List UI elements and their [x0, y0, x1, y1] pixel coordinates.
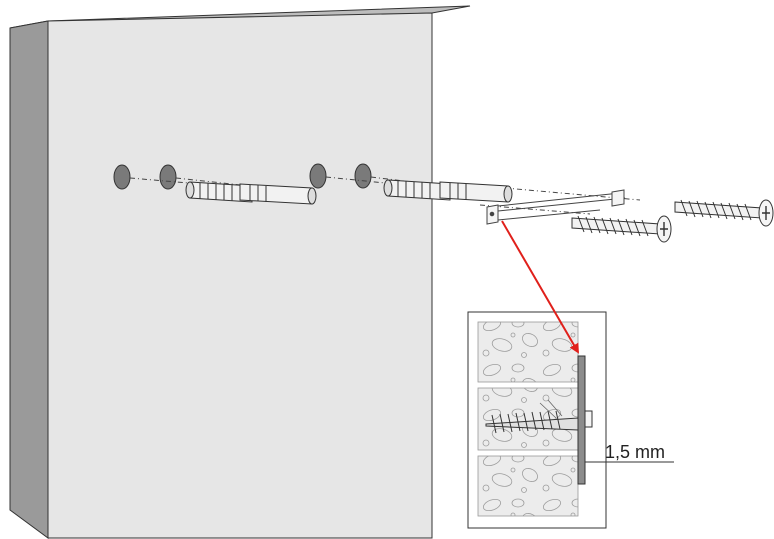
drill-hole	[113, 164, 131, 190]
drill-hole	[309, 163, 327, 189]
screw	[571, 215, 672, 243]
screws	[571, 199, 774, 243]
wall-plug	[439, 181, 513, 203]
wall-plugs	[185, 179, 513, 205]
drill-hole	[354, 163, 372, 189]
drill-hole	[159, 164, 177, 190]
wall-plug	[185, 181, 253, 203]
wall-side-face	[9, 20, 49, 539]
detail-arrow	[501, 220, 580, 354]
wall	[9, 5, 471, 539]
wall-plug	[239, 183, 317, 205]
stone-layer	[477, 321, 579, 383]
screw	[674, 199, 774, 227]
wall-front-face	[47, 12, 433, 539]
bracket-plate-section	[577, 355, 586, 485]
mounting-bracket	[486, 189, 626, 225]
drill-holes	[113, 163, 372, 190]
thickness-label: 1,5 mm	[605, 442, 665, 462]
wall-plug	[383, 179, 451, 201]
stone-layer	[477, 455, 579, 517]
detail-callout: 1,5 mm	[467, 311, 674, 529]
